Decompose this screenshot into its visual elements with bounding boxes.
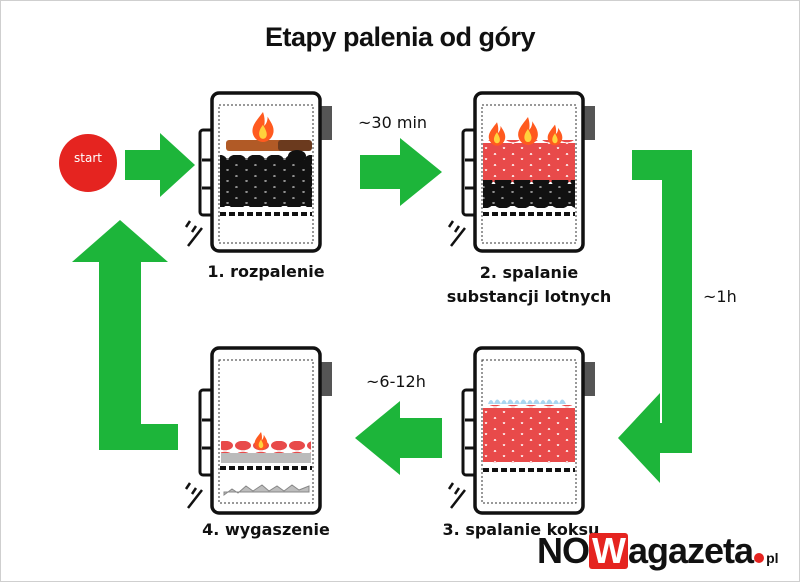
handle-icon (447, 220, 466, 247)
handle-icon (184, 482, 203, 509)
boiler-stage4 (184, 346, 332, 515)
arrow-stage2-to-stage3 (618, 150, 692, 483)
stage-3-label: 3. spalanie koksu (442, 520, 600, 539)
stage-4-label: 4. wygaszenie (202, 520, 330, 539)
handle-icon (184, 220, 203, 247)
arrow-start-to-stage1 (125, 133, 195, 197)
stage-2-label: 2. spalanie substancji lotnych (446, 263, 612, 306)
duration-label-2: ~1h (703, 287, 737, 306)
start-label: start (74, 151, 102, 165)
stage-1-label: 1. rozpalenie (207, 262, 325, 281)
arrow-stage3-to-stage4 (355, 401, 442, 475)
duration-label-3: ~6-12h (366, 372, 426, 391)
page-title: Etapy palenia od góry (264, 22, 536, 52)
arrow-stage1-to-stage2 (360, 138, 442, 206)
duration-label-1: ~30 min (358, 113, 428, 132)
handle-icon (447, 482, 466, 509)
boiler-stage3 (447, 346, 595, 515)
arrow-stage4-to-start (72, 220, 178, 450)
start-circle (59, 134, 117, 192)
boiler-stage1 (184, 91, 332, 253)
boiler-stage2 (447, 91, 595, 253)
